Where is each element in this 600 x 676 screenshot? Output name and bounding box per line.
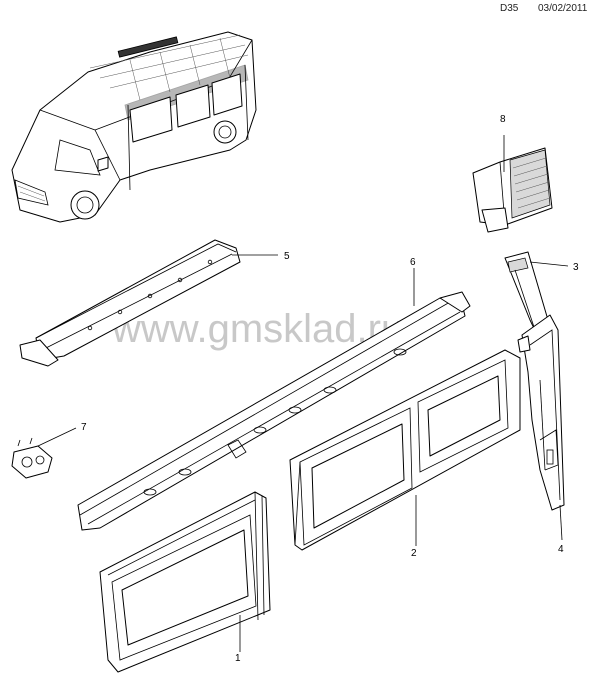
callout-8: 8 — [500, 114, 506, 125]
part-8-vent-cover — [472, 147, 553, 233]
callout-6: 6 — [410, 257, 416, 268]
watermark: www.gmsklad.ru — [111, 307, 403, 351]
part-4-pillar — [517, 314, 565, 511]
callout-2: 2 — [411, 548, 417, 559]
van-illustration — [11, 31, 257, 223]
part-2-side-panel — [289, 349, 521, 551]
callout-1: 1 — [235, 653, 241, 664]
diagram-code: D35 — [500, 3, 519, 14]
part-6-long-rail — [77, 291, 471, 531]
callout-7: 7 — [81, 422, 87, 433]
callout-5: 5 — [284, 251, 290, 262]
callout-labels: 1 2 3 4 5 6 7 8 — [81, 114, 579, 664]
diagram-date: 03/02/2011 — [538, 3, 588, 14]
callout-3: 3 — [573, 262, 579, 273]
part-1-lower-panel — [99, 491, 271, 673]
part-3-upper-trim — [504, 251, 549, 346]
part-7-clip — [11, 437, 53, 479]
callout-4: 4 — [558, 544, 564, 555]
part-5-rail — [19, 239, 241, 367]
leader-lines — [37, 135, 569, 652]
